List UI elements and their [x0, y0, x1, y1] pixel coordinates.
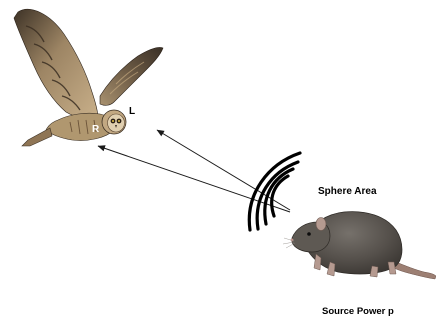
left-ear-label: L: [129, 106, 135, 117]
rat-ear: [316, 218, 326, 231]
owl-tail: [22, 128, 52, 146]
right-ear-label: R: [92, 124, 99, 135]
rat-tail: [394, 262, 436, 279]
sphere-area-label: Sphere Area: [318, 186, 377, 197]
arrow-to-right-ear: [98, 146, 290, 212]
source-power-label: Source Power p: [322, 306, 394, 317]
sound-wave-arcs: [249, 153, 300, 230]
rat-illustration: [283, 212, 436, 279]
sound-wave-arc: [257, 162, 298, 229]
owl-illustration: [14, 9, 163, 146]
owl-facial-disc: [108, 114, 125, 132]
rat-eye-icon: [307, 232, 311, 236]
